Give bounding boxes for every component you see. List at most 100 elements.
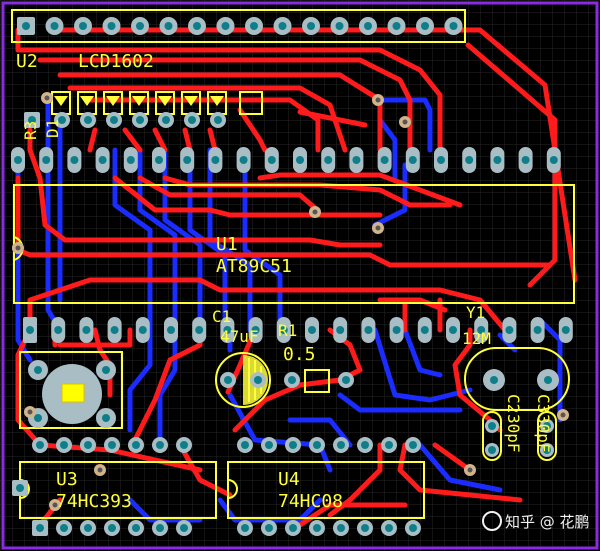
- pad-drill: [167, 326, 175, 334]
- pad-drill: [60, 524, 68, 532]
- pad-drill: [324, 156, 333, 164]
- via-hole: [467, 467, 473, 473]
- y1-value: 12M: [462, 329, 491, 348]
- pad-drill: [84, 116, 92, 124]
- pad-drill: [70, 156, 79, 164]
- pad-drill: [183, 156, 192, 164]
- pad-drill: [42, 156, 51, 164]
- pad-drill: [126, 156, 135, 164]
- pad-drill: [307, 22, 315, 30]
- via-hole: [375, 97, 381, 103]
- pad-drill: [221, 22, 230, 30]
- pad-drill: [84, 524, 92, 532]
- c3-outline: [537, 411, 557, 461]
- pad-drill: [543, 422, 551, 430]
- pad-drill: [561, 326, 570, 334]
- via-hole: [560, 412, 566, 418]
- pad-drill: [138, 326, 147, 334]
- pad-drill: [155, 156, 163, 164]
- u4-notch: [227, 479, 238, 499]
- y1-designator: Y1: [466, 303, 485, 322]
- pad-drill: [82, 326, 91, 334]
- pad-drill: [488, 446, 496, 454]
- pad-drill: [279, 326, 288, 334]
- pad-drill: [180, 441, 188, 449]
- pad-drill: [313, 441, 321, 449]
- pad-drill: [308, 326, 316, 334]
- pad-drill: [54, 326, 63, 334]
- u2-outline: [11, 9, 466, 43]
- pad-drill: [239, 156, 248, 164]
- top-copper-traces: [15, 19, 578, 528]
- pad-drill: [214, 116, 222, 124]
- pad-drill: [162, 116, 170, 124]
- switch-outline: [19, 351, 123, 429]
- pad-drill: [108, 524, 116, 532]
- pad-drill: [385, 441, 393, 449]
- u2-part: LCD1602: [78, 51, 154, 72]
- pad-drill: [136, 22, 144, 30]
- pad-drill: [408, 156, 417, 164]
- via-hole: [52, 502, 58, 508]
- via-hole: [97, 467, 103, 473]
- pad-drill: [533, 326, 542, 334]
- c2-outline: [482, 411, 502, 461]
- u3-designator: U3: [56, 469, 78, 490]
- c2-value: 30pF: [504, 414, 523, 453]
- via-hole: [44, 95, 50, 101]
- pad-drill: [380, 156, 389, 164]
- pad-drill: [98, 156, 107, 164]
- pad-drill: [289, 524, 297, 532]
- via-hole: [27, 409, 33, 415]
- pad-drill: [392, 22, 401, 30]
- pad-drill: [337, 524, 345, 532]
- pad-drill: [449, 326, 457, 334]
- pad-drill: [521, 156, 530, 164]
- u1-designator: U1: [216, 234, 238, 255]
- pad-drill: [421, 22, 429, 30]
- pad-drill: [361, 441, 369, 449]
- pad-drill: [364, 326, 373, 334]
- pad-drill: [26, 326, 34, 334]
- pad-drill: [195, 326, 204, 334]
- pad-drill: [22, 22, 30, 30]
- pad-drill: [28, 116, 36, 124]
- pad-drill: [254, 376, 262, 384]
- pad-drill: [409, 524, 417, 532]
- pad-drill: [180, 524, 188, 532]
- pad-drill: [136, 116, 144, 124]
- pad-drill: [224, 376, 232, 384]
- pad-drill: [108, 441, 116, 449]
- pad-drill: [488, 422, 496, 430]
- pad-drill: [335, 22, 344, 30]
- r1-body: [304, 369, 330, 393]
- pad-drill: [102, 414, 110, 422]
- pad-drill: [549, 156, 558, 164]
- watermark: 知乎 @ 花鹏: [482, 511, 590, 531]
- pad-drill: [437, 156, 445, 164]
- pad-drill: [156, 524, 164, 532]
- via-hole: [15, 245, 21, 251]
- pad-drill: [288, 376, 296, 384]
- d1-designator: D1: [43, 119, 62, 138]
- via-hole: [312, 209, 318, 215]
- via-hole: [402, 119, 408, 125]
- via-hole: [375, 225, 381, 231]
- led-triangles: [54, 96, 224, 106]
- pad-drill: [132, 524, 140, 532]
- u2-designator: U2: [16, 51, 38, 72]
- pad-drill: [34, 366, 42, 374]
- pad-drill: [16, 484, 24, 492]
- watermark-text: 知乎 @ 花鹏: [505, 513, 590, 531]
- c3-value: 30pF: [534, 414, 553, 453]
- vias: [12, 92, 569, 511]
- pad-drill: [241, 441, 249, 449]
- u4-designator: U4: [278, 469, 300, 490]
- pad-drill: [58, 116, 66, 124]
- pad-drill: [336, 326, 345, 334]
- pad-drill: [313, 524, 321, 532]
- pad-drill: [392, 326, 401, 334]
- u4-part: 74HC08: [278, 491, 343, 512]
